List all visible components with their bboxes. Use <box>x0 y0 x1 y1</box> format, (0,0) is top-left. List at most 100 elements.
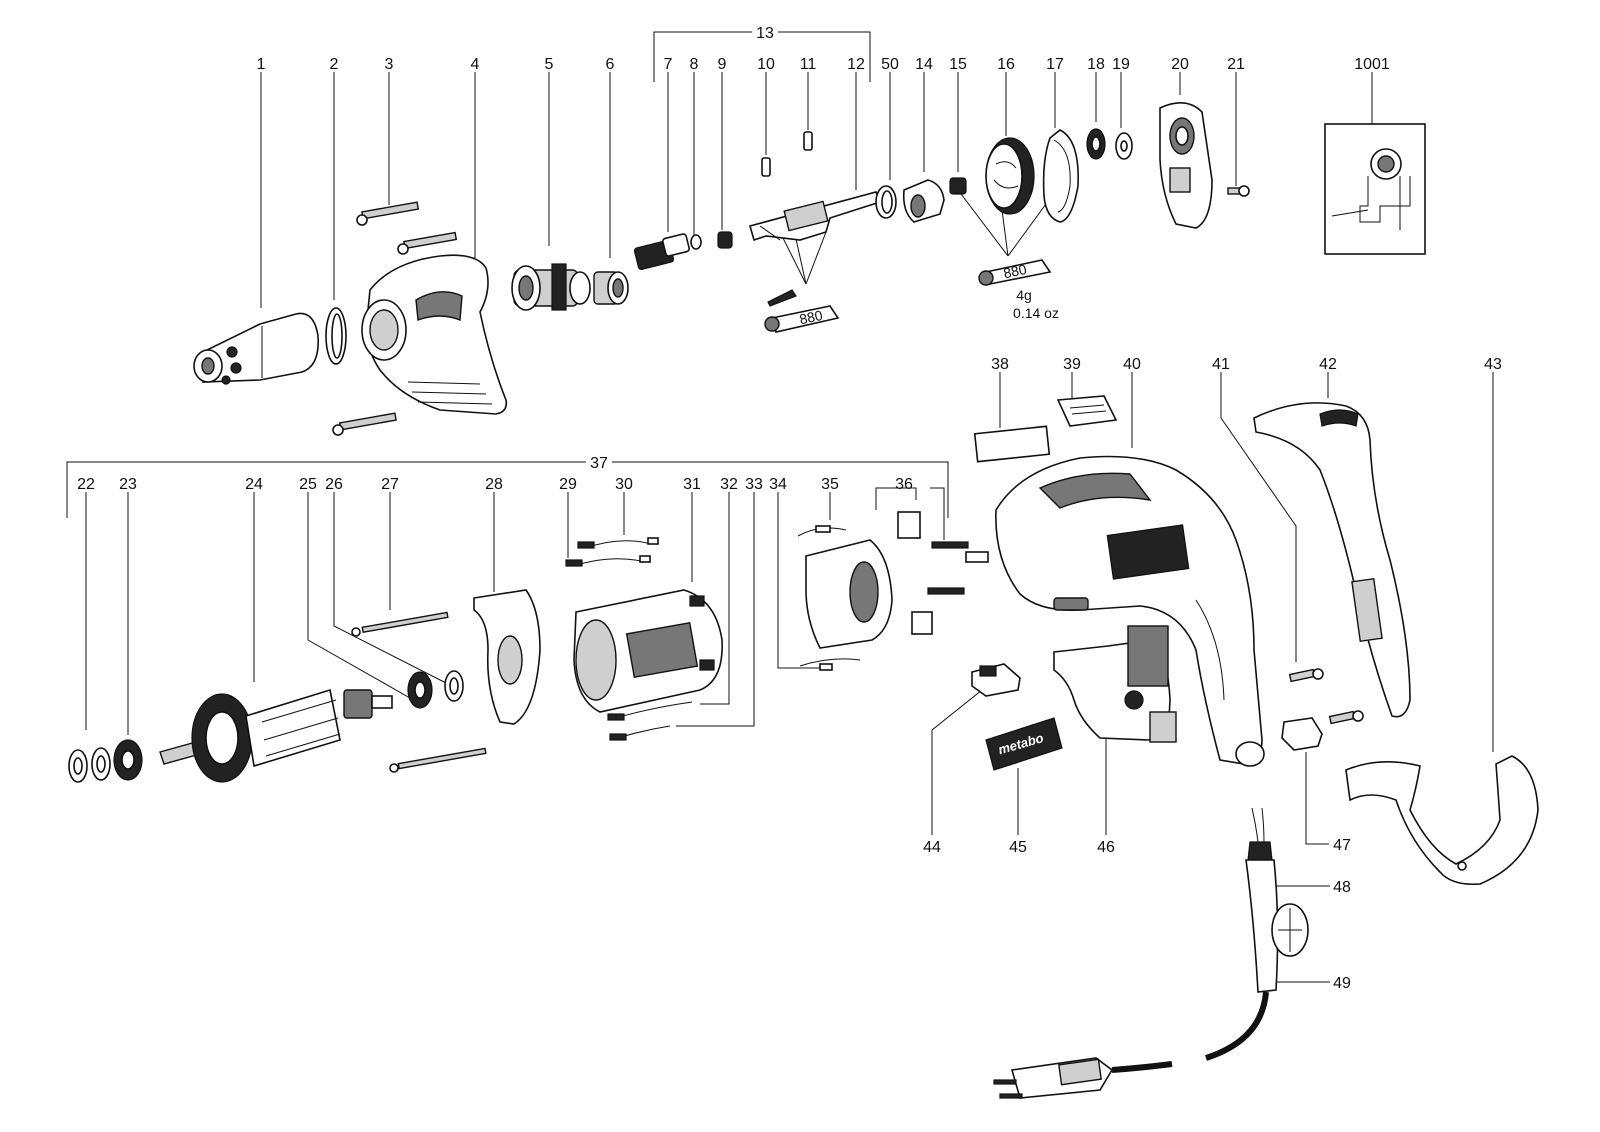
callout-39: 39 <box>1063 356 1081 373</box>
callout-22: 22 <box>77 476 95 493</box>
callout-46: 46 <box>1097 839 1115 856</box>
callout-2: 2 <box>330 56 339 73</box>
callout-33: 33 <box>745 476 763 493</box>
callout-45: 45 <box>1009 839 1027 856</box>
part-43-side-handle-bracket <box>1345 755 1539 886</box>
part-6-bearing <box>593 271 629 305</box>
part-17-o-ring <box>1042 129 1079 223</box>
callout-48: 48 <box>1333 879 1351 896</box>
part-42-handle-shell <box>1253 402 1411 718</box>
part-12-spindle <box>749 191 882 242</box>
part-45-brand-plate: metabo <box>985 717 1063 771</box>
part-5-spindle-housing <box>511 263 591 311</box>
part-31-stator <box>573 589 723 713</box>
callout-21: 21 <box>1227 56 1245 73</box>
callout-1001: 1001 <box>1354 56 1390 73</box>
callout-15: 15 <box>949 56 967 73</box>
part-16-gear-wheel <box>985 137 1035 215</box>
callout-40: 40 <box>1123 356 1141 373</box>
grease-tube-a-label: 880 <box>798 307 824 328</box>
grease-amount-ounces: 0.14 oz <box>1013 305 1059 321</box>
callout-31: 31 <box>683 476 701 493</box>
callout-16: 16 <box>997 56 1015 73</box>
part-11-pin <box>803 131 813 151</box>
callout-41: 41 <box>1212 356 1230 373</box>
part-4-gear-housing <box>361 254 508 415</box>
part-34-35-36-switch-assembly <box>797 511 989 671</box>
callout-30: 30 <box>615 476 633 493</box>
callout-10: 10 <box>757 56 775 73</box>
part-50-ring <box>875 185 897 219</box>
callout-37: 37 <box>590 455 608 472</box>
grease-tube-b-label: 880 <box>1002 261 1028 282</box>
part-22-washer <box>68 749 88 783</box>
part-49-power-cable <box>993 991 1269 1099</box>
callout-7: 7 <box>664 56 673 73</box>
callout-38: 38 <box>991 356 1009 373</box>
callout-8: 8 <box>690 56 699 73</box>
callout-34: 34 <box>769 476 787 493</box>
part-7-spring-sleeve <box>633 233 690 270</box>
callout-29: 29 <box>559 476 577 493</box>
part-19-washer <box>1115 132 1133 160</box>
callout-28: 28 <box>485 476 503 493</box>
callout-25: 25 <box>299 476 317 493</box>
callout-labels: 1 2 3 4 5 6 7 8 9 10 11 12 13 50 14 15 1… <box>77 25 1502 992</box>
part-20-gear-cover <box>1159 102 1213 229</box>
part-10-pin <box>761 157 771 177</box>
callout-6: 6 <box>606 56 615 73</box>
callout-3: 3 <box>385 56 394 73</box>
part-46-switch <box>1053 625 1177 743</box>
part-26-ring <box>444 670 464 702</box>
callout-36: 36 <box>895 476 913 493</box>
part-38-label <box>973 425 1051 463</box>
part-44-switch-slider <box>971 663 1021 697</box>
part-8-ring <box>690 234 702 250</box>
grease-tube-a <box>764 289 840 333</box>
callout-24: 24 <box>245 476 263 493</box>
callout-12: 12 <box>847 56 865 73</box>
callout-27: 27 <box>381 476 399 493</box>
part-9-spring <box>717 231 733 249</box>
part-29-30-wires <box>565 537 659 567</box>
part-47-cable-clamp <box>1281 717 1323 751</box>
callout-18: 18 <box>1087 56 1105 73</box>
part-32-33-wires <box>607 701 693 741</box>
callout-9: 9 <box>718 56 727 73</box>
part-15-spring <box>949 177 967 195</box>
callout-50: 50 <box>881 56 899 73</box>
callout-47: 47 <box>1333 837 1351 854</box>
callout-19: 19 <box>1112 56 1130 73</box>
grease-texts: 880 880 4g 0.14 oz <box>798 261 1059 328</box>
callout-5: 5 <box>545 56 554 73</box>
callout-11: 11 <box>800 56 817 73</box>
callout-42: 42 <box>1319 356 1337 373</box>
callout-17: 17 <box>1046 56 1064 73</box>
part-3-screws <box>332 201 458 436</box>
callout-26: 26 <box>325 476 343 493</box>
part-40-motor-housing <box>995 455 1265 767</box>
part-14-clutch <box>902 179 945 223</box>
callout-35: 35 <box>821 476 839 493</box>
part-22-washer-b <box>91 747 111 781</box>
part-28-brush-holder-frame <box>473 589 541 725</box>
part-23-bearing <box>113 739 143 781</box>
part-41-screw <box>1288 668 1364 725</box>
callout-23: 23 <box>119 476 137 493</box>
leader-lines <box>66 31 1494 983</box>
part-48-cable-sleeve <box>1245 807 1309 993</box>
part-21-screw <box>1227 185 1250 197</box>
part-27-screws <box>351 611 487 773</box>
callout-20: 20 <box>1171 56 1189 73</box>
part-25-bearing <box>407 671 433 709</box>
callout-44: 44 <box>923 839 941 856</box>
part-2-ring <box>325 307 347 365</box>
grease-amount-grams: 4g <box>1016 287 1032 303</box>
part-1-drill-chuck <box>193 312 319 385</box>
callout-32: 32 <box>720 476 738 493</box>
callout-4: 4 <box>471 56 480 73</box>
part-1001-wiring-inset <box>1324 123 1426 255</box>
grease-tube-b <box>978 259 1052 286</box>
callout-14: 14 <box>915 56 933 73</box>
